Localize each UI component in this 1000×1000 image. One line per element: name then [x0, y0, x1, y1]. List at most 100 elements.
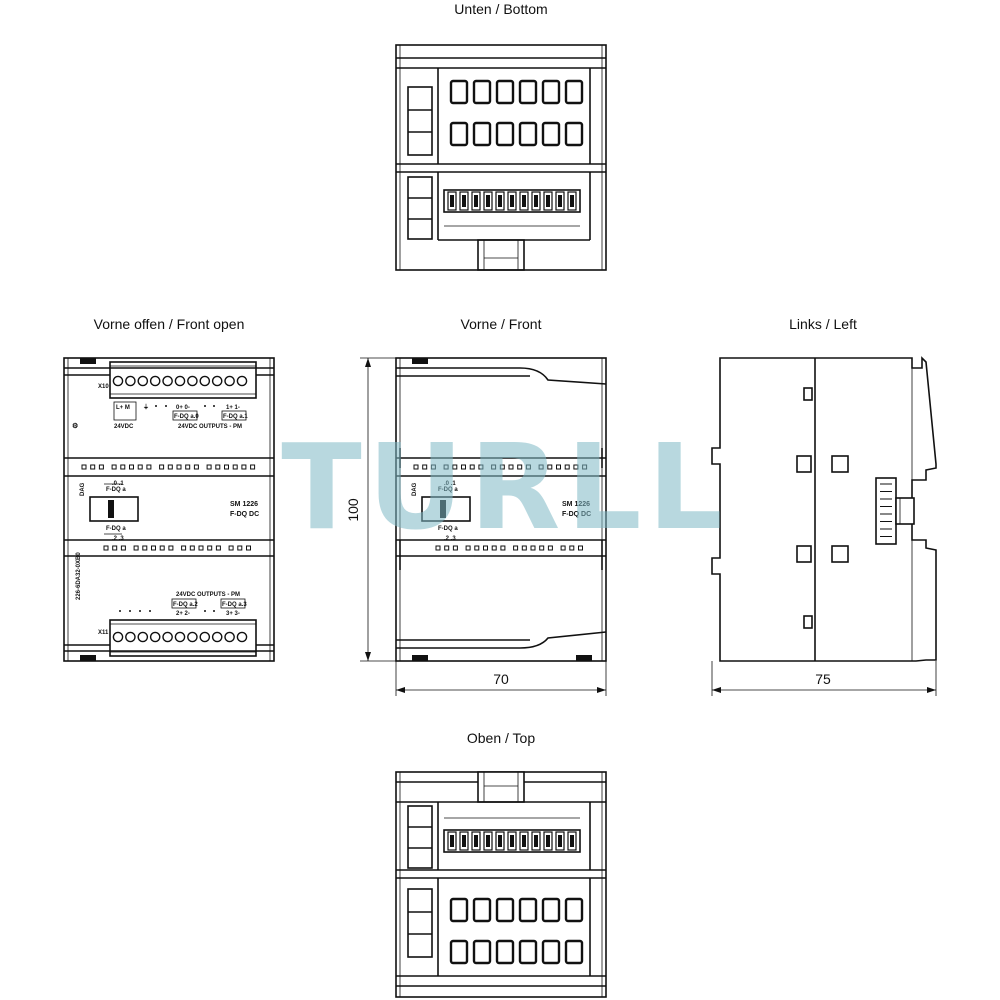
label-outputs-top: 24VDC OUTPUTS - PM: [178, 424, 242, 430]
top-view: [395, 771, 607, 998]
status-led: [232, 464, 238, 470]
label-outputs-bottom: 24VDC OUTPUTS - PM: [176, 592, 240, 598]
title-front-open-view: Vorne offen / Front open: [94, 316, 245, 332]
status-led: [573, 464, 579, 470]
screw-terminal: [149, 375, 161, 387]
terminal-pin-core: [510, 195, 514, 207]
dimension-height: 100: [345, 357, 396, 662]
front-open-led-row-bottom: [103, 545, 251, 551]
terminal-pin-core: [534, 835, 538, 847]
status-led: [181, 545, 187, 551]
terminal-pin-core: [570, 195, 574, 207]
label-o-plus: 0+ 0-: [176, 405, 190, 411]
screw-terminal: [137, 631, 149, 643]
front-led-row-bottom: [435, 545, 583, 551]
front-label-model-sub: F-DQ DC: [562, 511, 591, 518]
status-led: [539, 545, 545, 551]
status-led: [491, 545, 497, 551]
front-label-ch23: .2 .3: [444, 536, 456, 542]
screw-terminal: [174, 631, 186, 643]
label-l-m: L+ M: [116, 405, 130, 411]
title-top-view: Oben / Top: [467, 730, 535, 746]
status-led: [422, 464, 428, 470]
status-led: [167, 464, 173, 470]
terminal-pin-core: [510, 835, 514, 847]
screw-terminal: [162, 375, 173, 387]
top-slot-row-1: [449, 897, 584, 923]
status-led: [224, 464, 229, 470]
status-led: [452, 464, 458, 470]
status-led: [176, 464, 182, 470]
label-ch01: .0 .1: [112, 481, 124, 487]
label-model-sub: F-DQ DC: [230, 511, 259, 518]
status-led: [556, 464, 561, 470]
status-led: [499, 464, 505, 470]
label-fdq-a0: F-DQ a.0: [174, 414, 199, 420]
terminal-pin-core: [570, 835, 574, 847]
terminal-pin-core: [450, 195, 454, 207]
status-led: [560, 545, 566, 551]
dimension-side-depth: 75: [711, 661, 937, 696]
status-led: [430, 464, 436, 470]
bottom-slot-row-2: [449, 121, 584, 147]
status-led: [215, 464, 221, 470]
label-fdq-a3: F-DQ a.3: [222, 602, 247, 608]
title-front-view: Vorne / Front: [461, 316, 542, 332]
status-led: [478, 464, 484, 470]
label-x11: X11: [98, 630, 109, 636]
screw-terminal: [211, 375, 223, 387]
screw-terminal: [199, 375, 211, 387]
screw-terminal: [236, 631, 248, 643]
terminal-pin-core: [474, 195, 478, 207]
status-led: [241, 464, 247, 470]
status-led: [435, 545, 441, 551]
terminal-pin-core: [558, 835, 562, 847]
status-led: [508, 464, 514, 470]
screw-terminal: [112, 631, 124, 643]
status-led: [517, 464, 523, 470]
label-diag: DAG: [80, 482, 86, 496]
terminal-pin-core: [498, 835, 502, 847]
svg-text:⚙: ⚙: [72, 422, 78, 430]
front-view: DAG F-DQ a .0 .1 SM 1226 F-DQ DC F-DQ a …: [395, 357, 607, 662]
title-bottom-view: Unten / Bottom: [454, 1, 547, 17]
status-led: [120, 545, 126, 551]
status-led: [215, 545, 221, 551]
status-led: [193, 464, 199, 470]
status-led: [146, 464, 152, 470]
status-led: [582, 464, 588, 470]
terminal-pin-core: [558, 195, 562, 207]
status-led: [111, 464, 117, 470]
label-fdq-a2: F-DQ a.2: [173, 602, 198, 608]
terminal-pin-core: [546, 835, 550, 847]
bottom-slot-row-1: [449, 79, 584, 105]
screw-terminal: [149, 631, 161, 643]
status-led: [413, 464, 419, 470]
left-bus-connector-pins: [880, 483, 892, 537]
front-label-model: SM 1226: [562, 501, 590, 508]
title-left-view: Links / Left: [789, 316, 857, 332]
label-model: SM 1226: [230, 501, 258, 508]
terminal-pin-core: [534, 195, 538, 207]
status-led: [525, 464, 531, 470]
status-led: [185, 464, 191, 470]
screw-terminal: [224, 631, 235, 643]
terminal-pin-core: [462, 835, 466, 847]
status-led: [564, 464, 570, 470]
dimension-front-width: 70: [395, 661, 607, 696]
front-label-ch01: .0 .1: [444, 481, 456, 487]
terminal-pin-core: [486, 195, 490, 207]
status-led: [469, 464, 475, 470]
screw-terminal: [224, 375, 235, 387]
label-fdq-a-top: F-DQ a: [106, 487, 126, 493]
status-led: [491, 464, 497, 470]
terminal-pin-core: [450, 835, 454, 847]
status-led: [237, 545, 243, 551]
front-open-top-terminals: [112, 375, 248, 387]
status-led: [538, 464, 544, 470]
status-led: [133, 545, 139, 551]
status-led: [547, 464, 553, 470]
screw-terminal: [236, 375, 248, 387]
status-led: [250, 464, 256, 470]
bottom-terminal-pins: [447, 191, 577, 211]
